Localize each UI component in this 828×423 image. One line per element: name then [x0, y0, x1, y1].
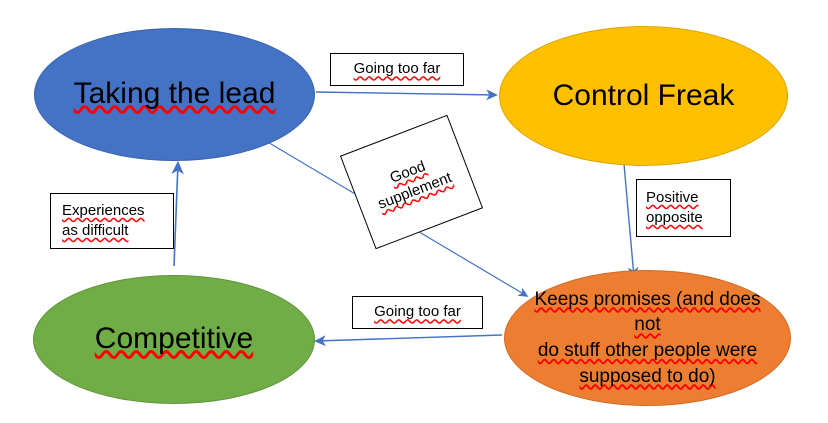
arrow-competitive-to-taking-the-lead	[171, 160, 184, 267]
edge-label-going-too-far-bottom[interactable]: Going too far	[352, 296, 483, 329]
arrow-keeps-promises-to-competitive	[314, 334, 503, 347]
edge-label-good-supplement-text: Good supplement	[375, 157, 455, 213]
node-taking-the-lead-label: Taking the lead	[73, 77, 276, 111]
arrow-control-freak-to-keeps-promises	[623, 163, 639, 279]
node-competitive-label: Competitive	[94, 322, 254, 356]
node-competitive[interactable]: Competitive	[33, 275, 315, 404]
edge-label-going-too-far-bottom-text: Going too far	[374, 303, 461, 321]
node-keeps-promises[interactable]: Keeps promises (and does not do stuff ot…	[504, 270, 791, 406]
arrow-taking-the-lead-to-control-freak	[315, 89, 498, 101]
edge-label-experiences-as-difficult-text: Experiences as difficult	[62, 201, 145, 239]
node-keeps-promises-label: Keeps promises (and does not do stuff ot…	[534, 288, 761, 387]
edge-label-going-too-far-top[interactable]: Going too far	[330, 53, 464, 86]
edge-label-going-too-far-top-text: Going too far	[353, 60, 441, 78]
node-control-freak[interactable]: Control Freak	[499, 26, 788, 166]
node-taking-the-lead[interactable]: Taking the lead	[34, 28, 315, 161]
edge-label-positive-opposite-text: Positive opposite	[646, 188, 703, 226]
edge-label-experiences-as-difficult[interactable]: Experiences as difficult	[50, 193, 174, 249]
edge-label-positive-opposite[interactable]: Positive opposite	[636, 179, 731, 237]
node-control-freak-label: Control Freak	[552, 78, 735, 112]
